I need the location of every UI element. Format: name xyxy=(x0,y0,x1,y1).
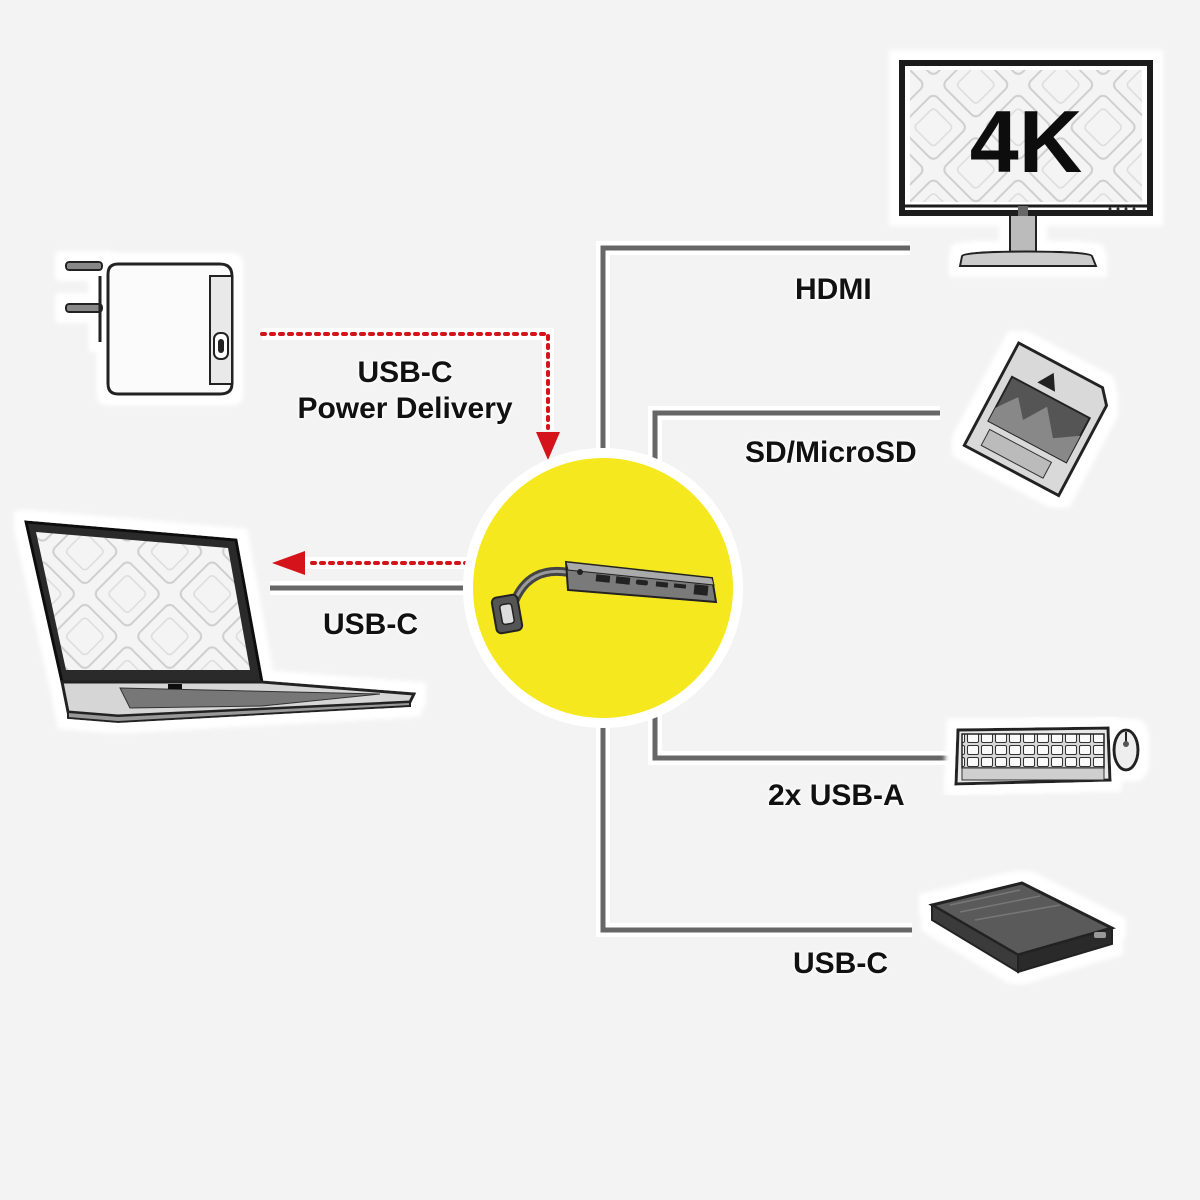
label-usb-c-power-line1: USB-C xyxy=(357,356,453,389)
power-adapter xyxy=(65,261,234,396)
label-usb-c-power-line2: Power Delivery xyxy=(297,392,513,425)
label-usb-c-laptop: USB-C xyxy=(323,608,418,641)
monitor-screen xyxy=(910,70,1142,202)
sd-card xyxy=(962,340,1109,498)
laptop-screen xyxy=(36,532,250,670)
mouse xyxy=(1112,728,1140,772)
power-delivery-arrows xyxy=(260,328,560,575)
label-hdmi: HDMI xyxy=(795,273,872,306)
arrowhead-left xyxy=(272,551,305,575)
monitor-4k: 4K xyxy=(899,60,1153,267)
external-ssd xyxy=(928,881,1117,974)
charger-to-hub-arrow xyxy=(260,332,550,430)
laptop xyxy=(24,520,417,724)
label-usb-c-power: USB-C Power Delivery xyxy=(270,355,540,427)
monitor-4k-text: 4K xyxy=(970,92,1083,191)
keyboard-and-mouse xyxy=(954,726,1140,786)
label-usb-a: 2x USB-A xyxy=(768,779,905,812)
usb-c-hub-device xyxy=(490,560,718,635)
arrowhead-down xyxy=(536,432,560,460)
label-sd-microsd: SD/MicroSD xyxy=(745,436,917,469)
label-usb-c-storage: USB-C xyxy=(793,947,888,980)
